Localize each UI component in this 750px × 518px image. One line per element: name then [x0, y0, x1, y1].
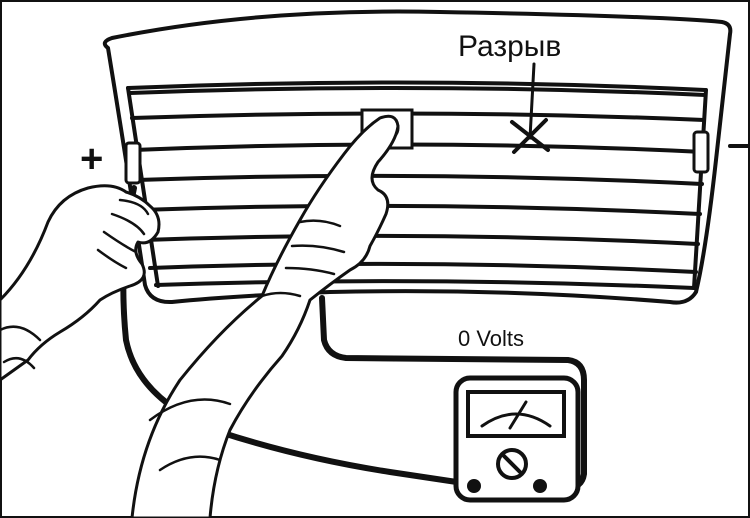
voltage-label: 0 Volts: [458, 326, 524, 351]
voltmeter-dial: [466, 390, 566, 438]
break-cross: [512, 118, 548, 154]
voltmeter: [453, 375, 581, 503]
grid-line: [135, 173, 704, 186]
rear-window-glass: [102, 9, 733, 305]
right-terminal: [692, 130, 710, 174]
break-label: Разрыв: [458, 30, 561, 63]
voltmeter-scale: [480, 412, 552, 428]
left-hand: [0, 184, 161, 382]
grid-line: [142, 233, 700, 246]
voltmeter-knob-slot: [502, 454, 522, 474]
voltmeter-positive-jack: [467, 479, 481, 493]
right-sleeve: [148, 398, 232, 472]
break-leader-line: [528, 62, 536, 140]
left-terminal: [124, 141, 142, 185]
left-hand-fingers: [96, 198, 150, 270]
grid-line: [126, 80, 707, 92]
defogger-grid: [126, 80, 708, 290]
grid-line: [132, 142, 705, 154]
break-marker: [510, 62, 550, 154]
right-hand-knuckles: [260, 219, 346, 298]
left-sleeve: [0, 325, 42, 370]
grid-line: [148, 261, 698, 274]
right-bus-bar: [692, 88, 708, 290]
voltmeter-needle-icon: [508, 400, 528, 430]
left-bus-bar: [126, 86, 160, 288]
grid-line: [138, 203, 702, 216]
grid-line: [130, 111, 706, 122]
grid-line: [154, 279, 696, 290]
grid-line: [128, 85, 707, 97]
plus-sign: +: [80, 137, 103, 181]
voltmeter-negative-jack: [533, 479, 547, 493]
